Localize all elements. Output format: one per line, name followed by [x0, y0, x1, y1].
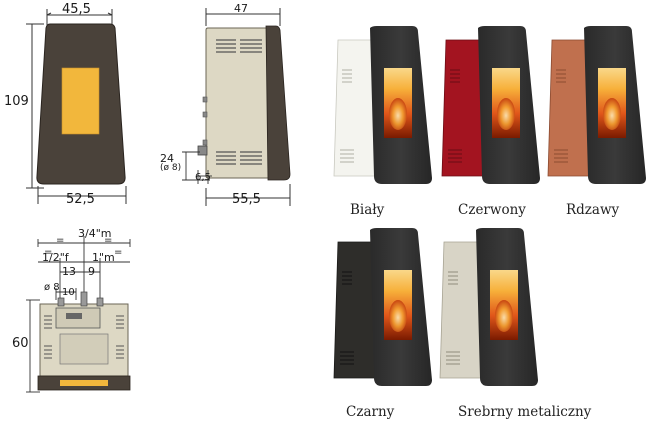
- front-height-label: 109: [4, 94, 29, 109]
- side-pipe-offset-label: 6,5: [195, 172, 211, 183]
- front-width-top-label: 45,5: [62, 2, 91, 17]
- pipe-dimension-lines: [182, 151, 212, 184]
- rear-pipe-fittings: [57, 291, 104, 307]
- rear-side-vents: [44, 315, 124, 359]
- stove-photo-black[interactable]: [333, 228, 432, 386]
- side-bottom-vents: [216, 151, 262, 165]
- rear-base-glow: [60, 380, 108, 386]
- side-view-drawing: [182, 8, 291, 206]
- rear-conn-left-label: 1/2"f: [42, 251, 69, 264]
- side-dimension-bottom: [205, 184, 291, 206]
- rear-view-drawing: [26, 236, 131, 393]
- side-pipe-height-label: 24: [160, 152, 174, 165]
- stove-photo-rust[interactable]: [547, 26, 646, 184]
- dimension-line-height: [26, 23, 44, 189]
- exhaust-pipe: [197, 145, 208, 156]
- rear-display: [66, 313, 82, 319]
- dimension-line-bottom: [37, 186, 127, 204]
- side-back-fittings: [202, 96, 208, 146]
- side-pipe-diameter-label: (ø 8): [160, 163, 182, 173]
- variant-caption-red: Czerwony: [458, 202, 526, 218]
- rear-conn-top-label: 3/4"m: [78, 227, 112, 240]
- variant-caption-rust: Rdzawy: [566, 202, 620, 218]
- rear-spacing-9-label: 9: [88, 265, 95, 278]
- rear-conn-right-label: 1"m: [92, 251, 115, 264]
- variant-caption-white: Biały: [350, 202, 385, 218]
- rear-eq-mark-2: =: [104, 235, 113, 246]
- rear-eq-mark-4: =: [114, 247, 123, 258]
- stove-photo-white[interactable]: [333, 26, 432, 184]
- rear-spacing-10-label: 10: [62, 287, 75, 298]
- variant-caption-black: Czarny: [346, 404, 395, 420]
- front-view-drawing: [26, 9, 127, 204]
- side-top-vents: [216, 39, 262, 53]
- stove-photo-silver[interactable]: [439, 228, 538, 386]
- rear-inner-box: [59, 333, 109, 365]
- rear-spacing-13-label: 13: [62, 265, 76, 278]
- rear-eq-mark-3: =: [44, 247, 53, 258]
- rear-height-label: 60: [12, 336, 29, 351]
- variant-caption-silver: Srebrny metaliczny: [458, 404, 592, 420]
- side-depth-bottom-label: 55,5: [232, 192, 261, 207]
- side-depth-top-label: 47: [234, 2, 248, 15]
- side-front-panel: [265, 25, 291, 181]
- front-glass: [61, 67, 100, 135]
- rear-diameter-label: ø 8: [44, 282, 60, 293]
- rear-eq-mark-1: =: [56, 235, 65, 246]
- front-width-bottom-label: 52,5: [66, 192, 95, 207]
- stove-photo-red[interactable]: [441, 26, 540, 184]
- side-dimension-top: [205, 8, 281, 26]
